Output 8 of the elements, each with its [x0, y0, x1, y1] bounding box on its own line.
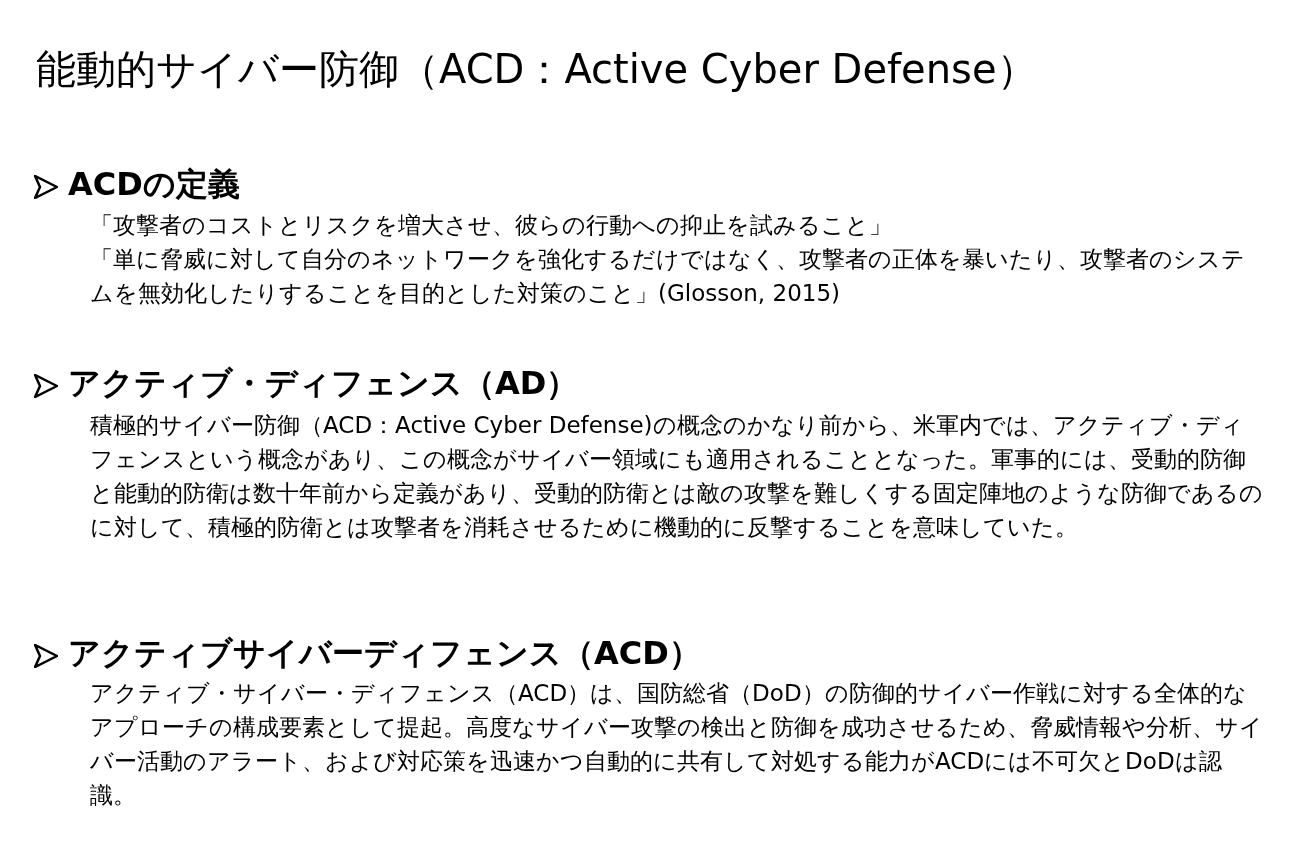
body-text: 積極的サイバー防御（ACD：Active Cyber Defense)の概念のかなり前から、米軍内では、アクティブ・ディフェンスという概念があり、この概念がサイバー領域にも適用されることとなった。軍事的には、受動的防御と能動的防衛は数十年前から定義があり、受動的防衛とは敵の攻撃を難しくする固定陣地のような防御であるのに対して、積極的防衛とは攻撃者を消耗させるために機動的に反撃することを意味していた。: [90, 411, 1264, 542]
section-heading: アクティブ・ディフェンス（AD）: [68, 363, 579, 404]
body-text: 「単に脅威に対して自分のネットワークを強化するだけではなく、攻撃者の正体を暴いたり、攻撃者のシステムを無効化したりすることを目的とした対策のこと」(Glosson, 2015): [90, 245, 1246, 308]
section-heading: ACDの定義: [68, 164, 240, 205]
section-heading: アクティブサイバーディフェンス（ACD）: [68, 633, 701, 674]
body-text: 「攻撃者のコストとリスクを増大させ、彼らの行動への抑止を試みること」: [90, 211, 893, 240]
body-text: アクティブ・サイバー・ディフェンス（ACD）は、国防総省（DoD）の防御的サイバー作戦に対する全体的なアプローチの構成要素として提起。高度なサイバー攻撃の検出と防御を成功させるため、脅威情報や分析、サイバー活動のアラート、および対応策を迅速かつ自動的に共有して対処する能力がACDには不可欠とDoDは認識。: [90, 679, 1264, 810]
slide-title: 能動的サイバー防御（ACD：Active Cyber Defense）: [36, 45, 1037, 94]
